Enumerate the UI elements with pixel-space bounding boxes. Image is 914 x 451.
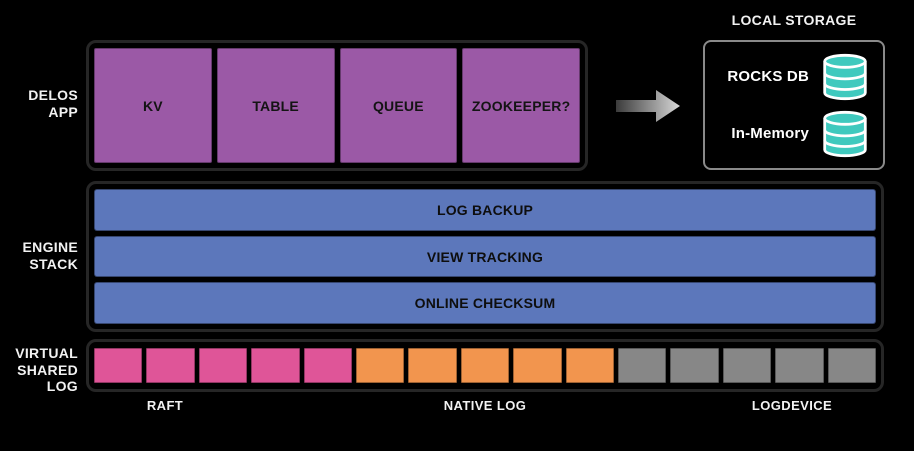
app-box-queue: QUEUE — [339, 48, 458, 163]
local-storage-box: ROCKS DB In-Memory — [703, 40, 885, 170]
database-icon — [823, 110, 867, 157]
log-segment-square-native-log — [513, 348, 562, 383]
delos-app-container: KV TABLE QUEUE ZOOKEEPER? — [86, 40, 588, 171]
local-storage-title: LOCAL STORAGE — [731, 12, 857, 28]
log-segment-square-native-log — [565, 348, 615, 383]
row-label-engine-stack: ENGINE STACK — [22, 239, 78, 272]
log-segment-square-raft — [146, 348, 195, 383]
log-segment-square-logdevice — [618, 348, 667, 383]
row-label-delos-app: DELOS APP — [28, 87, 78, 120]
group-label-logdevice: LOGDEVICE — [751, 398, 833, 413]
row-label-virtual-shared-log: VIRTUAL SHARED LOG — [15, 345, 78, 395]
storage-row-rocksdb: ROCKS DB — [713, 48, 871, 105]
log-segment-square-native-log — [460, 348, 510, 383]
log-segment-square-logdevice — [827, 348, 877, 383]
app-box-table: TABLE — [216, 48, 335, 163]
group-label-native-log: NATIVE LOG — [443, 398, 527, 413]
inmemory-label: In-Memory — [731, 125, 809, 142]
log-segment-square-logdevice — [722, 348, 772, 383]
log-segment-square-native-log — [356, 348, 405, 383]
log-segment-square-logdevice — [670, 348, 719, 383]
log-segment-square-raft — [198, 348, 248, 383]
log-segment-square-logdevice — [775, 348, 824, 383]
app-box-kv: KV — [94, 48, 212, 163]
group-label-raft: RAFT — [146, 398, 184, 413]
right-arrow-icon — [616, 90, 680, 122]
log-segment-square-native-log — [408, 348, 457, 383]
log-segment-square-raft — [303, 348, 353, 383]
storage-row-inmemory: In-Memory — [713, 105, 871, 162]
engine-bar-view-tracking: VIEW TRACKING — [94, 235, 876, 278]
engine-stack-container: LOG BACKUP VIEW TRACKING ONLINE CHECKSUM — [86, 181, 884, 332]
virtual-shared-log-container — [86, 339, 884, 392]
log-segment-square-raft — [94, 348, 143, 383]
engine-bar-log-backup: LOG BACKUP — [94, 189, 876, 231]
engine-bar-online-checksum: ONLINE CHECKSUM — [94, 282, 876, 325]
app-box-zookeeper: ZOOKEEPER? — [462, 48, 580, 163]
database-icon — [823, 53, 867, 100]
log-segment-square-raft — [251, 348, 300, 383]
rocksdb-label: ROCKS DB — [727, 68, 809, 85]
